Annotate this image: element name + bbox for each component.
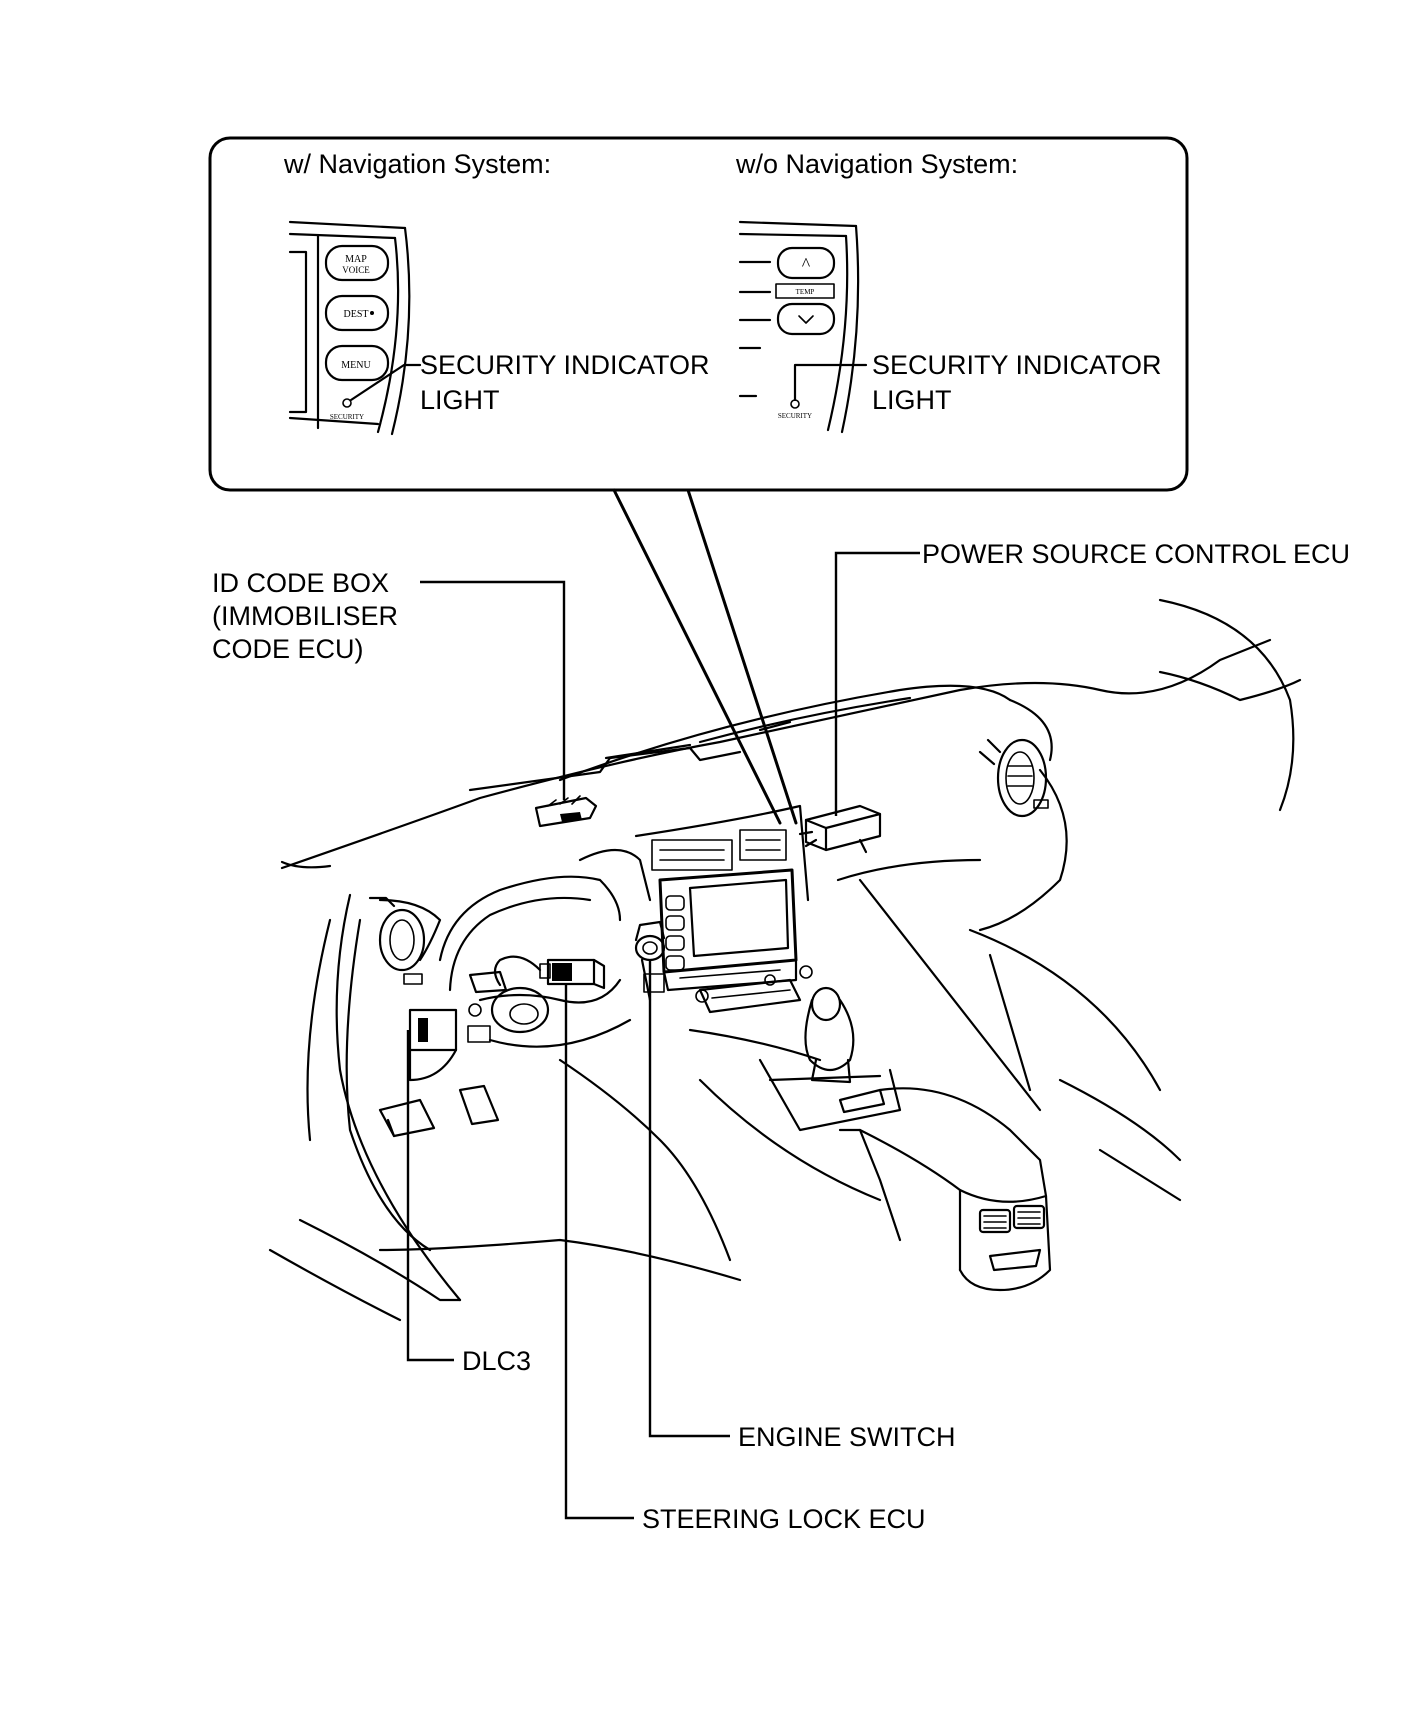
callout-leaders (406, 551, 920, 1520)
non-nav-security-callout-line2: LIGHT (872, 385, 952, 415)
nav-security-indicator-light (342, 398, 352, 408)
menu-button-label: MENU (341, 360, 371, 371)
non-nav-switch-panel: ^ TEMP SECURITY (738, 220, 868, 434)
id-code-box-label-line1: ID CODE BOX (212, 568, 389, 598)
power-source-control-ecu-shape (804, 804, 882, 852)
nav-security-callout-line2: LIGHT (420, 385, 500, 415)
nav-security-caption: SECURITY (330, 413, 364, 421)
steering-lock-ecu-label: STEERING LOCK ECU (642, 1504, 926, 1534)
steering-lock-ecu-shape (546, 958, 596, 986)
non-nav-security-indicator-light (790, 399, 800, 409)
engine-switch-label: ENGINE SWITCH (738, 1422, 956, 1452)
with-nav-title: w/ Navigation System: (283, 149, 551, 179)
map-button-label: MAP (345, 254, 367, 265)
nav-switch-panel: MAP VOICE DEST MENU SECURITY (288, 220, 422, 436)
inset-box (208, 136, 1189, 825)
id-code-box-label-line2: (IMMOBILISER (212, 601, 398, 631)
non-nav-security-callout-line1: SECURITY INDICATOR (872, 350, 1162, 380)
power-source-control-ecu-label: POWER SOURCE CONTROL ECU (922, 539, 1350, 569)
down-arrow-icon (798, 315, 814, 324)
dlc3-label: DLC3 (462, 1346, 531, 1376)
id-code-box-label-line3: CODE ECU) (212, 634, 364, 664)
engine-switch-shape (634, 934, 666, 962)
voice-button-label: VOICE (342, 265, 370, 275)
id-code-box-shape (534, 796, 598, 828)
dashboard-illustration (268, 598, 1302, 1322)
without-nav-title: w/o Navigation System: (735, 149, 1018, 179)
dest-button-label: DEST (344, 309, 369, 320)
up-arrow-icon: ^ (802, 254, 811, 274)
nav-security-callout-line1: SECURITY INDICATOR (420, 350, 710, 380)
non-nav-security-caption: SECURITY (778, 412, 812, 420)
display-temp-button-label: TEMP (796, 288, 815, 296)
